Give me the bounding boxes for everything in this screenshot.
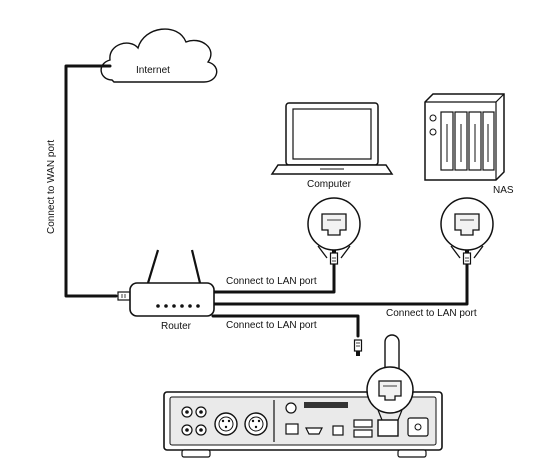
nas-lan-cable xyxy=(211,262,469,306)
computer-laptop-icon xyxy=(270,102,394,175)
media-player-device xyxy=(163,334,443,458)
router-icon xyxy=(129,249,215,317)
router-wan-plug xyxy=(117,291,131,301)
nas-device-icon xyxy=(424,93,505,181)
internet-label: Internet xyxy=(136,65,170,76)
lan-label-computer: Connect to LAN port xyxy=(226,276,317,287)
computer-port-callout xyxy=(307,197,361,259)
lan-label-player: Connect to LAN port xyxy=(226,320,317,331)
cables xyxy=(64,64,469,338)
wan-connection-label: Connect to WAN port xyxy=(46,139,57,234)
computer-lan-cable xyxy=(211,262,336,294)
nas-port-callout xyxy=(440,197,494,259)
computer-label: Computer xyxy=(307,179,351,190)
wan-cable xyxy=(64,64,118,298)
player-lan-plug xyxy=(353,339,363,357)
nas-label: NAS xyxy=(493,185,514,196)
player-lan-cable xyxy=(211,314,360,338)
player-port-callout xyxy=(366,366,414,421)
lan-label-nas: Connect to LAN port xyxy=(386,308,477,319)
router-label: Router xyxy=(161,321,192,332)
internet-cloud-icon xyxy=(100,28,218,83)
